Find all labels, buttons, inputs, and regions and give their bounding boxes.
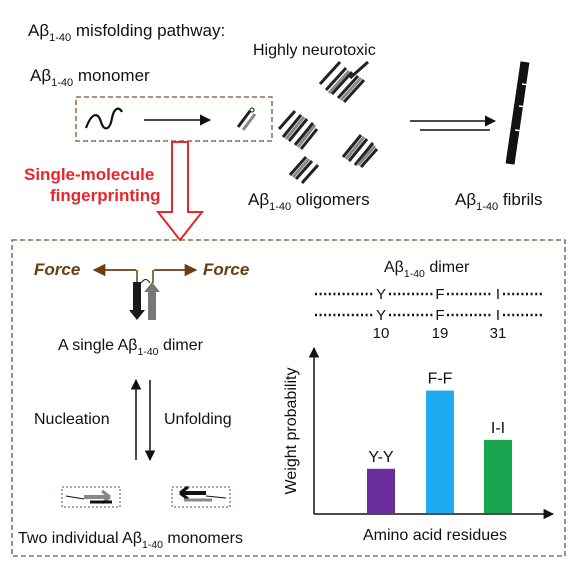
highly-neurotoxic-label: Highly neurotoxic [253, 42, 376, 59]
monomer-label: Aβ1-40 monomer [30, 66, 150, 89]
residue-bottom-f: F [435, 307, 444, 324]
x-axis-label: Amino acid residues [363, 527, 507, 544]
weight-probability-chart: Weight probability Amino acid residues Y… [283, 346, 555, 544]
smf-label-line2: fingerprinting [50, 186, 160, 205]
residue-number-31: 31 [490, 325, 507, 342]
single-dimer-label: A single Aβ1-40 dimer [58, 337, 204, 358]
residue-bottom-y: Y [376, 307, 386, 324]
two-monomers-label: Two individual Aβ1-40 monomers [18, 530, 243, 551]
fibril-icon [505, 61, 530, 165]
bar-label-f-f: F-F [428, 371, 453, 388]
oligomer-cluster-right [341, 134, 379, 168]
oligomer-cluster-bottom [288, 156, 320, 184]
y-axis-label: Weight probability [283, 368, 300, 495]
force-label-left: Force [34, 260, 80, 279]
unfolding-label: Unfolding [164, 411, 232, 428]
nucleation-label: Nucleation [34, 411, 110, 428]
bar-i-i [484, 439, 512, 513]
pathway-title: Aβ1-40 misfolding pathway: [28, 21, 225, 44]
dimer-title: Aβ1-40 dimer [384, 259, 470, 280]
residue-number-19: 19 [432, 325, 449, 342]
monomer-box-right [171, 485, 231, 508]
monomer-coil-icon [84, 107, 123, 130]
oligomers-label: Aβ1-40 oligomers [248, 190, 370, 213]
smf-label-line1: Single-molecule [24, 165, 154, 184]
bar-series: Y-Y F-F I-I [367, 371, 512, 513]
residue-number-10: 10 [373, 325, 390, 342]
bar-y-y [367, 468, 395, 513]
residue-bottom-i: I [496, 307, 500, 324]
oligomer-cluster-top [318, 60, 369, 104]
residue-top-i: I [496, 286, 500, 303]
fingerprinting-hollow-arrow [155, 141, 205, 242]
residue-top-f: F [435, 286, 444, 303]
force-tether [136, 270, 154, 283]
bar-label-i-i: I-I [491, 420, 505, 437]
bar-f-f [426, 390, 454, 513]
residue-top-y: Y [376, 286, 386, 303]
monomer-box-left [61, 486, 121, 508]
fibrils-label: Aβ1-40 fibrils [455, 190, 543, 213]
dimer-hairpin-icon [129, 279, 160, 320]
detail-panel [11, 239, 566, 557]
force-label-right: Force [203, 260, 249, 279]
oligomer-cluster-left [277, 110, 319, 150]
small-hairpin-icon [236, 107, 257, 131]
bar-label-y-y: Y-Y [368, 449, 394, 466]
